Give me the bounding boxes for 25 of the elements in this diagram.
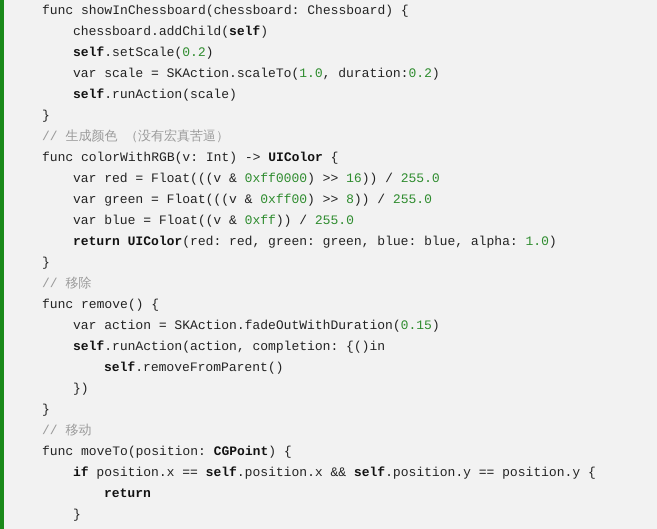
- code-line: }: [42, 254, 50, 272]
- code-line: var scale = SKAction.scaleTo(1.0, duration:0.2): [73, 65, 440, 83]
- code-line: self.runAction(action, completion: {()in: [73, 338, 386, 356]
- code-line: var action = SKAction.fadeOutWithDuration(0.15): [73, 317, 440, 335]
- code-line: }: [42, 107, 50, 125]
- code-comment: // 生成颜色 （没有宏真苦逼）: [42, 128, 230, 146]
- code-line: if position.x == self.position.x && self.position.y == position.y {: [73, 464, 596, 482]
- code-line: func showInChessboard(chessboard: Chessboard) {: [42, 2, 409, 20]
- code-line: return UIColor(red: red, green: green, blue: blue, alpha: 1.0): [73, 233, 557, 251]
- code-comment: // 移除: [42, 275, 92, 293]
- code-line: func remove() {: [42, 296, 160, 314]
- code-line: self.setScale(0.2): [73, 44, 214, 62]
- code-line: }): [73, 380, 89, 398]
- code-line: self.removeFromParent(): [104, 359, 284, 377]
- code-line: }: [42, 401, 50, 419]
- code-line: var red = Float(((v & 0xff0000) >> 16)) / 255.0: [73, 170, 440, 188]
- code-line: }: [73, 506, 81, 524]
- code-comment: // 移动: [42, 422, 92, 440]
- code-line: func colorWithRGB(v: Int) -> UIColor {: [42, 149, 338, 167]
- code-line: func moveTo(position: CGPoint) {: [42, 443, 292, 461]
- code-line: self.runAction(scale): [73, 86, 237, 104]
- code-line: var blue = Float((v & 0xff)) / 255.0: [73, 212, 354, 230]
- code-line: var green = Float(((v & 0xff00) >> 8)) / 255.0: [73, 191, 432, 209]
- code-line: return: [104, 485, 151, 503]
- code-line: chessboard.addChild(self): [73, 23, 268, 41]
